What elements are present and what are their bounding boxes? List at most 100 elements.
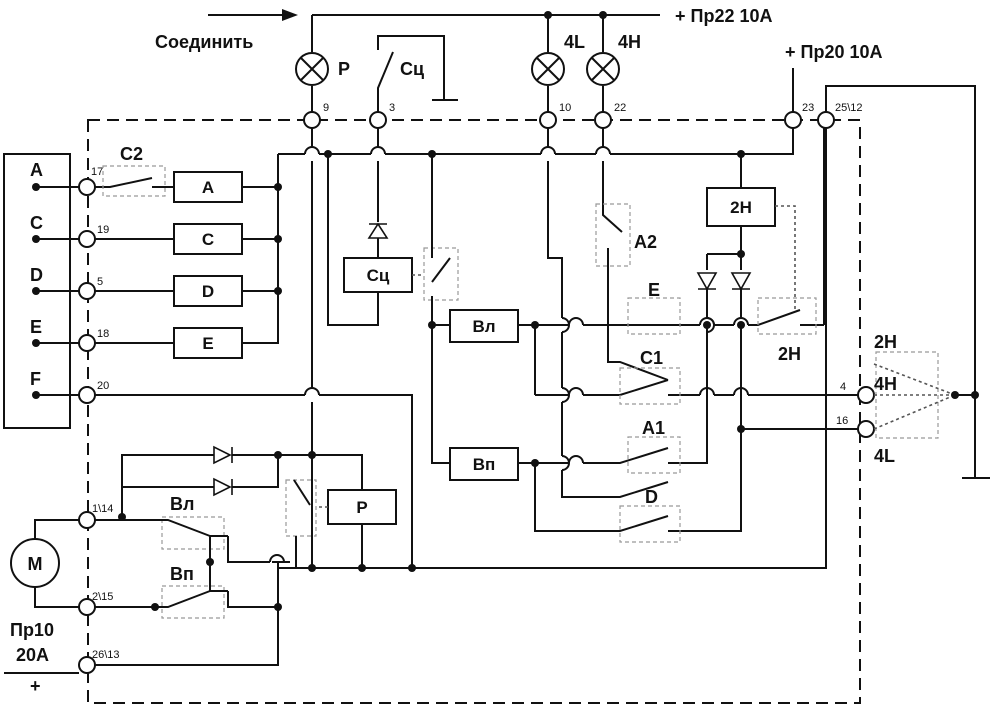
label-lamp-p: Р <box>338 59 350 79</box>
label-contact-a2: A2 <box>634 232 657 252</box>
lamp-4h-cross <box>591 57 615 81</box>
pin-17: 17 <box>91 166 103 178</box>
box-a <box>173 171 243 203</box>
terminal-19 <box>78 230 96 248</box>
contact-box-p <box>285 479 317 537</box>
label-box-sc: Сц <box>367 266 390 285</box>
switch-range <box>873 363 956 430</box>
terminal-17 <box>78 178 96 196</box>
box-c <box>173 223 243 255</box>
label-box-vl: Вл <box>472 317 495 336</box>
wire-terminal-10 <box>547 128 669 498</box>
box-e <box>173 327 243 359</box>
diode-motor-bottom <box>213 477 233 497</box>
hop-10 <box>561 317 570 471</box>
hop-vp <box>568 455 584 464</box>
hop-vl <box>568 317 749 326</box>
contact-box-a2 <box>595 203 631 267</box>
node-278-187 <box>274 183 282 191</box>
label-contact-c2: C2 <box>120 144 143 164</box>
label-box-d: D <box>202 282 214 301</box>
wire-25-ground <box>825 85 976 478</box>
label-contact-d: D <box>645 487 658 507</box>
link-2h <box>775 205 796 312</box>
label-contact-a1: A1 <box>642 418 665 438</box>
label-switch-sc: Сц <box>400 59 424 79</box>
wire-2h <box>706 154 742 270</box>
diode-sc <box>367 222 389 239</box>
contact-box-sc <box>423 247 459 301</box>
diode-2h-right <box>730 272 752 291</box>
pin-10: 10 <box>559 102 571 114</box>
label-right-2h: 2Н <box>874 332 897 352</box>
label-box-a: A <box>202 178 214 197</box>
wire-row-a <box>36 177 278 188</box>
box-p <box>327 489 397 525</box>
terminal-4 <box>857 386 875 404</box>
label-contact-vl: Вл <box>170 494 194 514</box>
terminal-9 <box>303 111 321 129</box>
hop-f <box>304 387 320 396</box>
wire-switch-sc <box>377 35 445 112</box>
pin-9: 9 <box>323 102 329 114</box>
node-278-455 <box>274 451 282 459</box>
wire-diodes <box>706 289 742 463</box>
node-top-603 <box>599 11 607 19</box>
wire-feed <box>4 607 279 674</box>
wire-terminal-22 <box>602 128 669 381</box>
node-155-607 <box>151 603 159 611</box>
label-box-p: Р <box>356 498 367 517</box>
node-741-429 <box>737 425 745 433</box>
wire-diode-bus <box>121 454 363 517</box>
terminal-16 <box>857 420 875 438</box>
wire-motor <box>34 519 155 608</box>
label-lamp-4l: 4L <box>564 32 585 52</box>
contact-p <box>293 479 311 568</box>
node-210-562 <box>206 558 214 566</box>
contact-box-c1 <box>619 367 681 405</box>
terminal-18 <box>78 334 96 352</box>
contact-box-2h <box>757 297 817 335</box>
lamp-p-cross <box>300 57 324 81</box>
label-contact-2h: 2Н <box>778 344 801 364</box>
label-conn-c: C <box>30 213 43 233</box>
pin-19: 19 <box>97 224 109 236</box>
node-278-291 <box>274 287 282 295</box>
pin-22: 22 <box>614 102 626 114</box>
box-d <box>173 275 243 307</box>
wire-row-e <box>36 154 279 344</box>
pin-25: 25\12 <box>835 102 863 114</box>
diode-2h-left <box>696 272 718 291</box>
terminal-10 <box>539 111 557 129</box>
hop-4 <box>568 387 749 396</box>
pin-16: 16 <box>836 415 848 427</box>
label-box-e: E <box>202 334 213 353</box>
label-connect: Соединить <box>155 32 253 52</box>
label-right-4l: 4L <box>874 446 895 466</box>
pin-18: 18 <box>97 328 109 340</box>
hop-motor <box>269 554 285 563</box>
diode-motor-top <box>213 445 233 465</box>
terminal-5 <box>78 282 96 300</box>
label-conn-a: A <box>30 160 43 180</box>
label-contact-e: E <box>648 280 660 300</box>
pin-5: 5 <box>97 276 103 288</box>
contact-box-a1 <box>627 436 681 474</box>
pin-4: 4 <box>840 381 846 393</box>
wire-row-f <box>36 394 413 568</box>
label-contact-vp: Вп <box>170 564 194 584</box>
node-741-254 <box>737 250 745 258</box>
bus-hops <box>304 146 611 155</box>
box-sc <box>343 257 413 293</box>
wire-terminal-25 <box>279 128 827 569</box>
wire-sc-diode <box>327 154 379 326</box>
contact-box-c2 <box>102 165 166 197</box>
wire-535 <box>534 325 742 532</box>
label-conn-e: E <box>30 317 42 337</box>
box-2h <box>706 187 776 227</box>
node-312-455 <box>308 451 316 459</box>
box-vl <box>449 309 519 343</box>
node-278-607 <box>274 603 282 611</box>
contact-box-vp-motor <box>161 585 225 619</box>
